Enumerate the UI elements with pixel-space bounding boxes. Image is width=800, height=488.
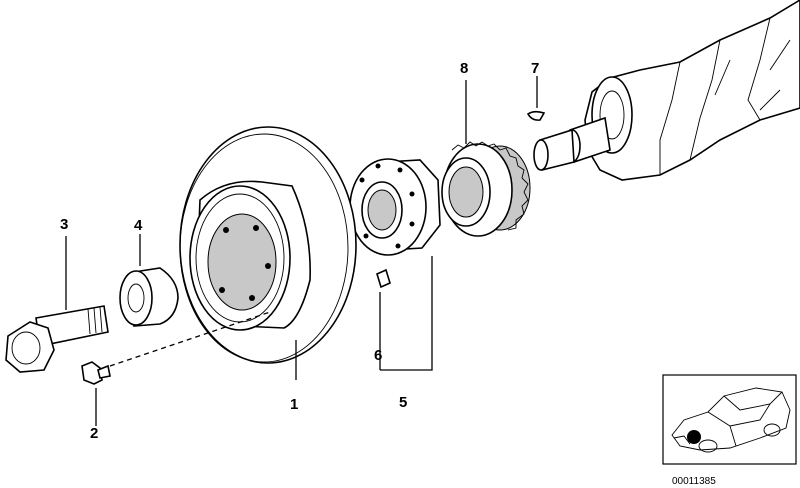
callout-6: 6 — [374, 347, 382, 364]
vibration-damper — [179, 126, 357, 364]
dowel-pin — [376, 268, 391, 289]
diagram-number: 00011385 — [672, 476, 716, 487]
hub — [349, 158, 441, 256]
leader-lines — [65, 76, 538, 426]
callout-1: 1 — [290, 396, 298, 413]
crankshaft — [533, 0, 800, 181]
location-marker-icon — [687, 430, 701, 444]
bolt-long — [5, 305, 109, 373]
callout-2: 2 — [90, 425, 98, 442]
location-inset: 00011385 — [662, 374, 797, 487]
sprocket — [441, 141, 531, 237]
callout-7: 7 — [531, 60, 539, 77]
callout-8: 8 — [460, 60, 468, 77]
woodruff-key — [526, 110, 546, 121]
spacer — [119, 267, 179, 327]
bolt-small — [81, 361, 111, 385]
car-outline-icon — [671, 387, 791, 453]
callout-4: 4 — [134, 217, 143, 234]
callout-5: 5 — [399, 394, 407, 411]
callout-3: 3 — [60, 216, 68, 233]
